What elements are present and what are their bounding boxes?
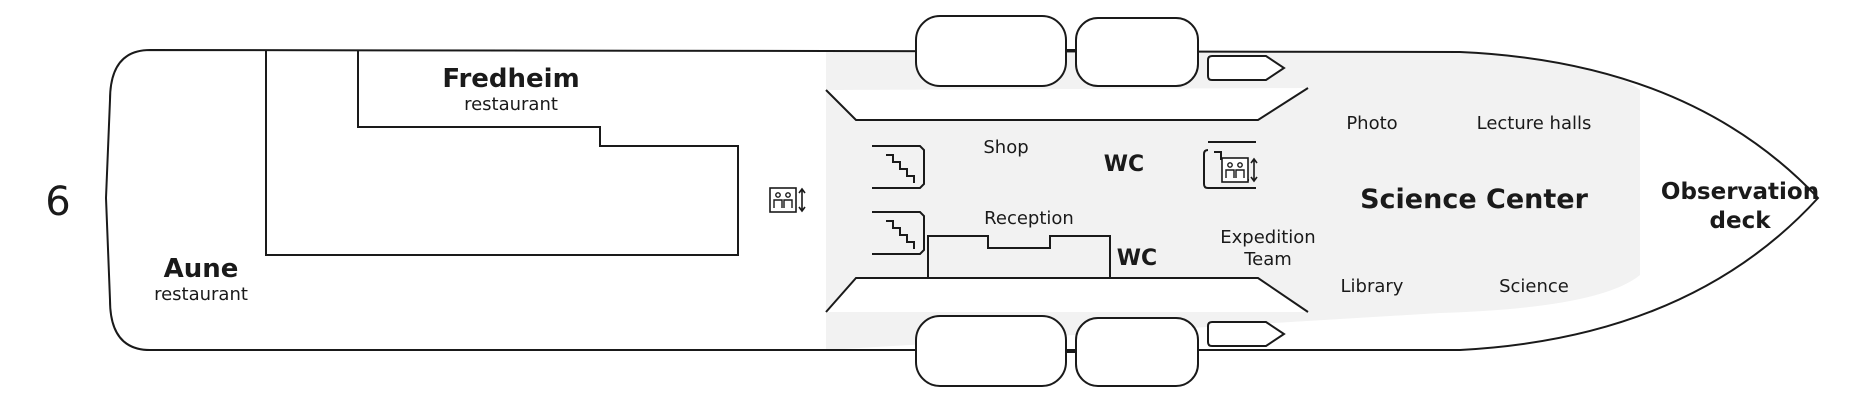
fredheim-restaurant-area bbox=[265, 50, 739, 256]
tender-boat-icon bbox=[1207, 55, 1286, 81]
science-center-label: Science Center bbox=[1360, 184, 1589, 215]
lower-corridor bbox=[825, 277, 1309, 313]
aune-type: restaurant bbox=[154, 284, 248, 305]
fredheim-type: restaurant bbox=[464, 94, 558, 115]
forward-zone bbox=[826, 52, 1640, 350]
lifeboat-icon bbox=[915, 15, 1067, 87]
lifeboat-icon bbox=[1075, 17, 1199, 87]
deck-number: 6 bbox=[45, 179, 70, 225]
tender-boat-icon bbox=[1207, 321, 1286, 347]
elevator-icon bbox=[769, 187, 806, 213]
lifeboat-icon bbox=[915, 315, 1067, 387]
wc-upper-label: WC bbox=[1104, 152, 1144, 177]
photo-label: Photo bbox=[1346, 113, 1397, 134]
reception-desk bbox=[927, 235, 1111, 279]
lifeboat-icon bbox=[1075, 317, 1199, 387]
aune-name: Aune bbox=[164, 254, 239, 284]
stairs-icon bbox=[872, 145, 925, 189]
observation-deck-label-line1: Observation bbox=[1661, 179, 1819, 205]
science-label: Science bbox=[1499, 276, 1569, 297]
wc-lower-label: WC bbox=[1117, 246, 1157, 271]
stairs-icon bbox=[872, 211, 925, 255]
observation-deck-label-line2: deck bbox=[1710, 208, 1772, 234]
lecture-halls-label: Lecture halls bbox=[1477, 113, 1592, 134]
expedition-team-label-line1: Expedition bbox=[1220, 227, 1315, 248]
expedition-team-label-line2: Team bbox=[1243, 249, 1292, 270]
elevator-icon bbox=[1221, 157, 1258, 183]
hull-outline bbox=[104, 48, 1820, 351]
fredheim-name: Fredheim bbox=[442, 64, 579, 94]
shop-label: Shop bbox=[983, 137, 1028, 158]
upper-corridor bbox=[825, 87, 1309, 121]
library-label: Library bbox=[1341, 276, 1404, 297]
reception-label: Reception bbox=[984, 208, 1074, 229]
